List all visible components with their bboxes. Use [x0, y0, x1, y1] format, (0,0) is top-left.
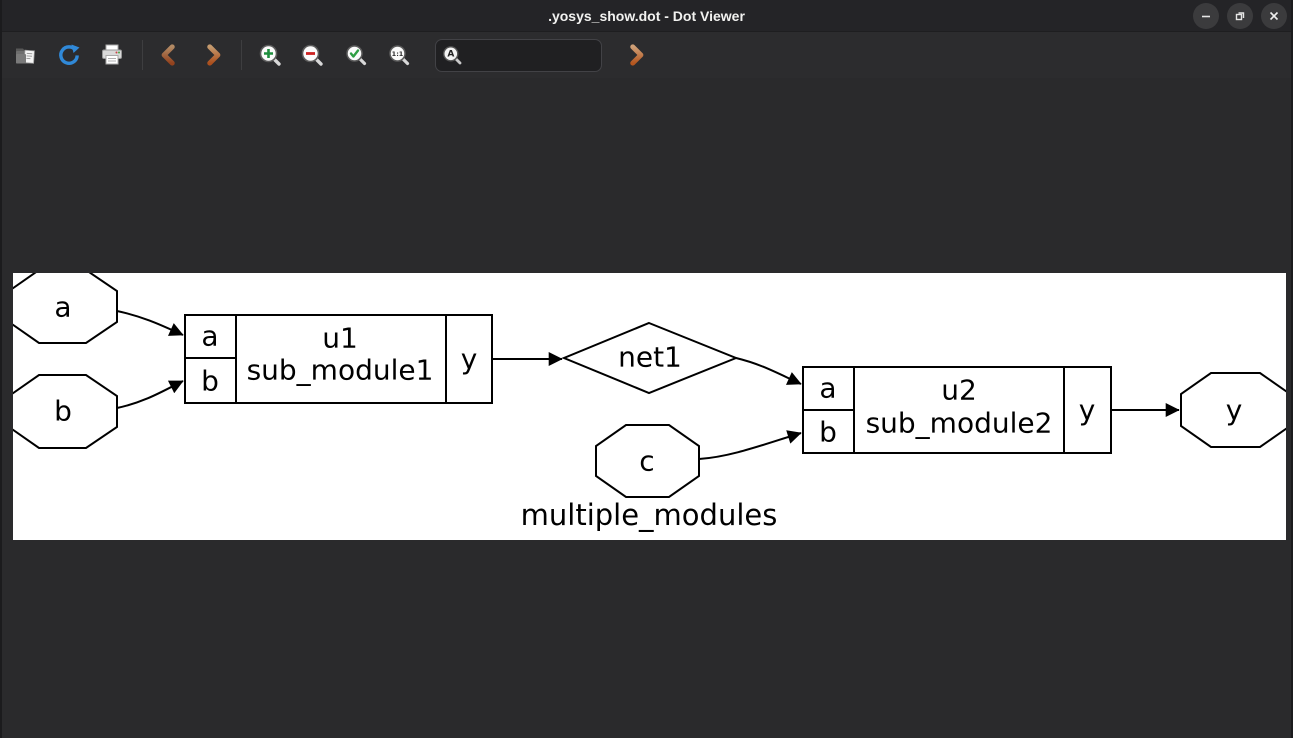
search-input[interactable]	[466, 47, 595, 63]
titlebar[interactable]: .yosys_show.dot - Dot Viewer	[0, 0, 1293, 32]
port-label: b	[819, 416, 837, 449]
node-label: c	[639, 445, 654, 478]
minimize-icon	[1202, 15, 1210, 18]
zoom-out-button[interactable]	[294, 37, 330, 73]
node-u2[interactable]: a b u2 sub_module2 y	[802, 366, 1112, 454]
reload-icon	[59, 44, 80, 65]
reload-button[interactable]	[51, 37, 87, 73]
module-name: sub_module2	[866, 407, 1053, 440]
folder-open-icon	[16, 48, 35, 64]
restore-button[interactable]	[1227, 3, 1253, 29]
restore-icon	[1235, 12, 1245, 21]
node-output-y[interactable]: y	[1180, 372, 1286, 448]
toolbar: 1:1 A	[0, 32, 1293, 78]
window-border-left	[0, 0, 2, 738]
window-border-right	[1291, 0, 1293, 738]
svg-text:1:1: 1:1	[392, 50, 404, 58]
edge-a-to-u1a	[116, 310, 184, 336]
printer-icon	[102, 44, 122, 65]
edge-net1-to-u2a	[735, 357, 802, 385]
zoom-100-button[interactable]: 1:1	[381, 37, 417, 73]
window-controls	[1193, 3, 1287, 29]
node-label: y	[1226, 394, 1243, 427]
forward-chevron-icon	[207, 44, 221, 66]
close-icon	[1269, 11, 1279, 21]
window-title: .yosys_show.dot - Dot Viewer	[548, 8, 745, 24]
module-name: sub_module1	[247, 354, 434, 387]
node-input-a[interactable]: a	[13, 273, 118, 344]
port-label: y	[461, 343, 478, 376]
zoom-100-icon: 1:1	[389, 45, 410, 66]
zoom-fit-button[interactable]	[338, 37, 374, 73]
node-label: a	[54, 291, 71, 324]
instance-name: u2	[941, 374, 977, 407]
graph-svg: a b a b u1 sub_module1 y	[13, 273, 1286, 532]
zoom-fit-icon	[346, 45, 367, 66]
back-chevron-icon	[161, 44, 175, 66]
zoom-in-button[interactable]	[252, 37, 288, 73]
edge-b-to-u1b	[116, 380, 184, 409]
forward-button[interactable]	[195, 37, 231, 73]
toolbar-separator	[241, 40, 242, 70]
toolbar-separator	[142, 40, 143, 70]
close-button[interactable]	[1261, 3, 1287, 29]
graph-canvas[interactable]: a b a b u1 sub_module1 y	[13, 273, 1286, 540]
port-label: b	[201, 365, 219, 398]
go-chevron-icon	[630, 44, 644, 66]
search-entry[interactable]: A	[435, 38, 602, 72]
drawing-area[interactable]: a b a b u1 sub_module1 y	[0, 79, 1293, 738]
zoom-out-icon	[301, 44, 323, 66]
back-button[interactable]	[151, 37, 187, 73]
zoom-in-icon	[259, 44, 281, 66]
print-button[interactable]	[94, 37, 130, 73]
port-label: y	[1079, 394, 1096, 427]
node-label: b	[54, 395, 72, 428]
open-file-button[interactable]	[8, 37, 44, 73]
node-net1[interactable]: net1	[561, 321, 739, 395]
graph-title: multiple_modules	[521, 498, 778, 532]
node-input-b[interactable]: b	[13, 374, 118, 449]
node-input-c[interactable]: c	[595, 424, 700, 498]
instance-name: u1	[322, 322, 358, 355]
svg-text:A: A	[447, 50, 454, 60]
port-label: a	[201, 320, 218, 353]
node-label: net1	[618, 341, 682, 374]
find-forward-button[interactable]	[618, 37, 654, 73]
find-text-icon: A	[443, 46, 462, 65]
node-u1[interactable]: a b u1 sub_module1 y	[184, 314, 493, 404]
minimize-button[interactable]	[1193, 3, 1219, 29]
edge-c-to-u2b	[698, 430, 802, 460]
port-label: a	[819, 372, 836, 405]
